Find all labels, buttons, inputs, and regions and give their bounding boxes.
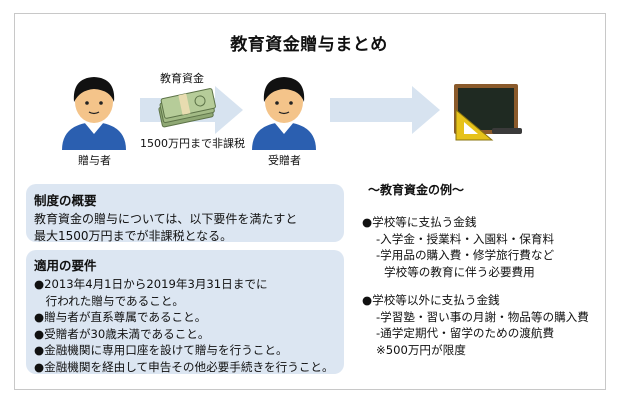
examples-heading: ～教育資金の例～ <box>368 183 465 197</box>
requirements-heading: 適用の要件 <box>34 258 97 273</box>
requirement-item: 行われた贈与であること。 <box>34 293 185 308</box>
examples-school-item: 学校等の教育に伴う必要費用 <box>384 264 535 279</box>
examples-school-block: ●学校等に支払う金銭 -入学金・授業料・入園料・保育料 -学用品の購入費・修学旅… <box>362 214 554 280</box>
giver-person-icon <box>62 77 126 150</box>
tax-free-note: 1500万円まで非課税 <box>140 137 245 150</box>
examples-other-title: ●学校等以外に支払う金銭 <box>362 293 500 307</box>
receiver-person-icon <box>252 77 316 150</box>
arrow-receiver-to-education-icon <box>330 86 440 134</box>
examples-school-item: -学用品の購入費・修学旅行費など <box>376 248 555 262</box>
overview-heading: 制度の概要 <box>34 193 97 208</box>
examples-other-item: ※500万円が限度 <box>376 342 466 357</box>
blackboard-icon <box>454 84 522 141</box>
examples-other-block: ●学校等以外に支払う金銭 -学習塾・習い事の月謝・物品等の購入費 -通学定期代・… <box>362 292 589 358</box>
overview-line-1: 教育資金の贈与については、以下要件を満たすと <box>34 212 298 226</box>
requirement-item: ●受贈者が30歳未満であること。 <box>34 326 210 341</box>
requirement-item: ●贈与者が直系尊属であること。 <box>34 310 207 324</box>
requirement-item: ●金融機関に専用口座を設けて贈与を行うこと。 <box>34 343 288 357</box>
overview-box: 制度の概要 教育資金の贈与については、以下要件を満たすと 最大1500万円までが… <box>26 184 344 243</box>
money-bundle-icon <box>158 88 216 128</box>
requirement-item: ●2013年4月1日から2019年3月31日までに <box>34 277 268 291</box>
overview-line-2: 最大1500万円までが非課税となる。 <box>34 229 233 243</box>
money-label: 教育資金 <box>160 72 204 85</box>
requirement-item: ●金融機関を経由して申告その他必要手続きを行うこと。 <box>34 359 334 374</box>
page-title: 教育資金贈与まとめ <box>230 35 388 55</box>
examples-other-item: -通学定期代・留学のための渡航費 <box>376 326 555 340</box>
requirements-box: 適用の要件 ●2013年4月1日から2019年3月31日までに 行われた贈与であ… <box>26 250 344 374</box>
examples-other-item: -学習塾・習い事の月謝・物品等の購入費 <box>376 309 589 324</box>
giver-label: 贈与者 <box>78 154 111 167</box>
examples-school-title: ●学校等に支払う金銭 <box>362 215 477 229</box>
examples-school-item: -入学金・授業料・入園料・保育料 <box>376 231 555 246</box>
receiver-label: 受贈者 <box>268 154 301 167</box>
